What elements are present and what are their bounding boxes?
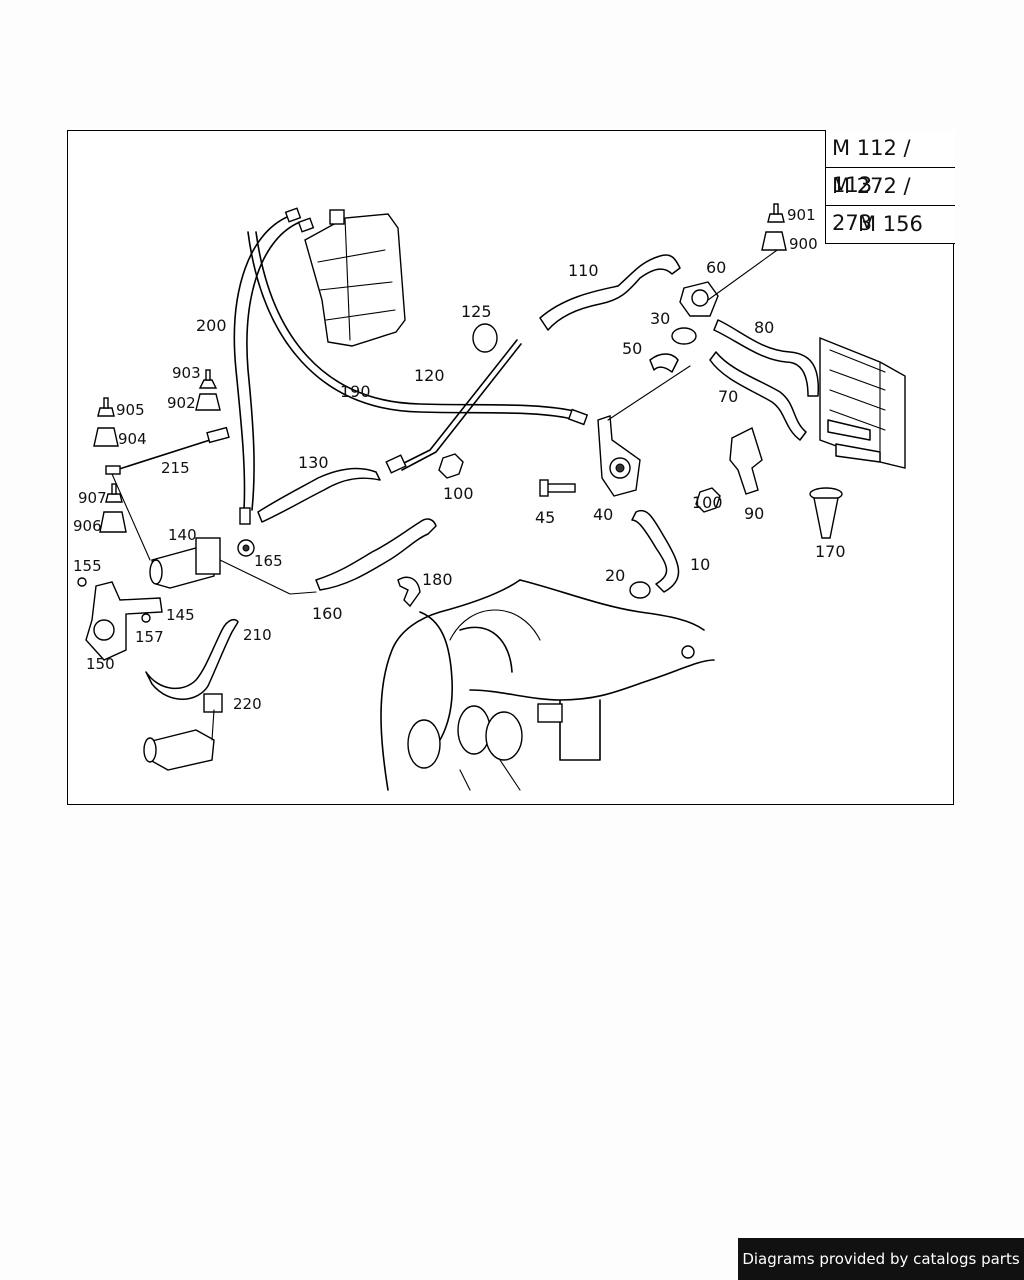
- callout-40: 40: [593, 505, 613, 524]
- expansion-tank: [304, 209, 406, 347]
- callout-45: 45: [535, 508, 555, 527]
- callout-70: 70: [718, 387, 738, 406]
- clip-90: [729, 427, 763, 495]
- callout-20: 20: [605, 566, 625, 585]
- callout-906: 906: [73, 517, 102, 535]
- callout-900: 900: [789, 235, 818, 253]
- callout-200: 200: [196, 316, 227, 335]
- fastener-icons: [93, 203, 787, 533]
- footer-credit: Diagrams provided by catalogs parts: [738, 1238, 1024, 1280]
- hose-80-70: [709, 319, 820, 441]
- callout-30: 30: [650, 309, 670, 328]
- callout-120: 120: [414, 366, 445, 385]
- callout-125: 125: [461, 302, 492, 321]
- callout-90: 90: [744, 504, 764, 523]
- callout-220: 220: [233, 695, 262, 713]
- callout-901: 901: [787, 206, 816, 224]
- callout-80: 80: [754, 318, 774, 337]
- callout-150: 150: [86, 655, 115, 673]
- callout-100a: 100: [443, 484, 474, 503]
- engine-block: [380, 579, 715, 791]
- nut-100-left: [438, 453, 464, 479]
- callout-902: 902: [167, 394, 196, 412]
- callout-140: 140: [168, 526, 197, 544]
- bracket-150: [77, 577, 163, 661]
- hose-110: [539, 254, 681, 331]
- callout-907: 907: [78, 489, 107, 507]
- callout-904: 904: [118, 430, 147, 448]
- callout-210: 210: [243, 626, 272, 644]
- model-row: M 272 / 273: [826, 168, 955, 235]
- tube-120: [385, 339, 522, 474]
- nut-100-right: [695, 487, 721, 513]
- hose-210: [145, 618, 239, 700]
- heater-core: [819, 336, 906, 469]
- hose-200: [233, 207, 315, 525]
- callout-100b: 100: [692, 493, 723, 512]
- callout-145: 145: [166, 606, 195, 624]
- callout-903: 903: [172, 364, 201, 382]
- callout-905: 905: [116, 401, 145, 419]
- hose-190: [247, 231, 589, 426]
- callout-160: 160: [312, 604, 343, 623]
- callout-180: 180: [422, 570, 453, 589]
- hose-160: [315, 518, 437, 591]
- model-row: M 156: [858, 212, 923, 236]
- callout-155: 155: [73, 557, 102, 575]
- bracket-40: [597, 365, 691, 497]
- sensor-215: [105, 426, 230, 561]
- callout-165: 165: [254, 552, 283, 570]
- bolt-45: [539, 479, 576, 497]
- callout-50: 50: [622, 339, 642, 358]
- callout-110: 110: [568, 261, 599, 280]
- valve-assembly: [649, 247, 781, 373]
- callout-190: 190: [340, 382, 371, 401]
- clip-180: [397, 576, 421, 608]
- grommet-170: [809, 487, 843, 539]
- callout-170: 170: [815, 542, 846, 561]
- callout-215: 215: [161, 459, 190, 477]
- callout-130: 130: [298, 453, 329, 472]
- pump-140: [149, 537, 317, 595]
- grommet-125: [472, 323, 498, 353]
- model-table: M 112 / 113 M 272 / 273 M 156: [825, 130, 955, 244]
- hose-130: [257, 467, 381, 523]
- diagram-frame: [67, 130, 954, 805]
- callout-157: 157: [135, 628, 164, 646]
- hose-10: [629, 509, 680, 599]
- pump-220: [143, 693, 223, 771]
- callout-10: 10: [690, 555, 710, 574]
- callout-60: 60: [706, 258, 726, 277]
- model-row: M 112 / 113: [826, 130, 955, 197]
